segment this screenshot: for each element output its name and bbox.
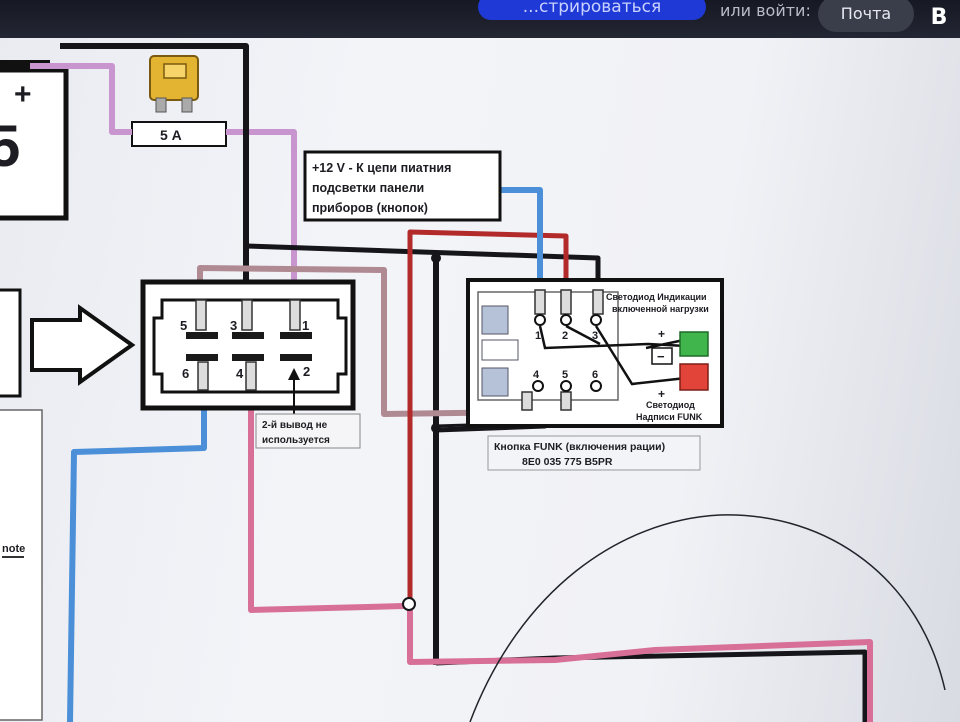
power-note-line3: приборов (кнопок) [312,201,428,215]
pin-number-3: 3 [230,318,237,333]
vk-login-button[interactable]: В [930,5,948,30]
fuse-window [163,63,187,79]
button-caption-box [487,435,701,471]
fuse-label: 5 А [160,127,182,143]
junction-node [402,597,416,611]
pin-number-1: 1 [302,318,309,333]
led-load-label-line2: включенной нагрузки [612,304,709,314]
junction-top [431,253,441,263]
register-button[interactable]: ...стрироваться [478,0,706,20]
power-note-box [303,150,502,222]
login-text: или войти: [720,1,811,20]
junction-mid [431,423,441,433]
input-arrow [30,304,136,386]
button-caption-line1: Кнопка FUNK (включения рации) [494,441,665,453]
wire-pin6-blue [67,386,207,722]
wire-red-top [407,229,569,604]
switch-pin-3: 3 [592,330,598,342]
led-plus-bottom: + [658,387,665,401]
unused-note-box [255,413,361,449]
led-red [679,363,709,391]
switch-block-top [481,305,509,335]
wire-ground-top [60,43,249,300]
led-plus-top: + [658,327,665,341]
switch-pin-5: 5 [562,369,568,381]
switch-pin-4: 4 [533,369,540,381]
wire-pink-bottom [407,604,873,722]
background-circle-arc [469,514,946,722]
switch-block-bottom [481,367,509,397]
fuse-leg-right [181,97,193,113]
wire-fuse-to-pin1 [226,129,297,300]
unused-pointer-head [288,368,300,380]
pin-number-5: 5 [180,318,187,333]
unused-note-line2: используется [262,435,330,446]
pin-number-2: 2 [303,364,310,379]
switch-contacts [532,314,602,392]
battery-digit: 5 [0,114,20,179]
led-load-label-line1: Светодиод Индикации [606,292,707,302]
led-green [679,331,709,357]
top-bar: ...стрироваться или войти: Почта В [0,0,960,38]
power-note-line1: +12 V - К цепи пиатния [312,161,451,175]
battery-box [0,67,69,221]
switch-pin-6: 6 [592,369,598,381]
switch-pin-numbers: 1 2 3 4 5 6 [533,330,598,381]
left-module [0,288,22,398]
left-panel [0,409,43,721]
battery-plus: + [14,78,32,111]
connector-pin-sleeves [195,299,301,391]
mail-login-button[interactable]: Почта [818,0,914,32]
led-funk-label-line1: Светодиод [646,400,695,410]
pin-number-4: 4 [236,366,244,381]
connector-terminals [186,332,312,361]
wire-pin4-pink [248,386,405,613]
button-caption-line2: 8E0 035 775 B5PR [522,456,613,468]
led-wiring [538,324,687,386]
pin-number-6: 6 [182,366,189,381]
connector-pin-numbers: 5 3 1 6 4 2 [180,318,310,381]
switch-block-mid [481,339,519,361]
power-note-line2: подсветки панели [312,181,424,195]
wire-power-blue [500,187,543,300]
led-funk-label-line2: Надписи FUNK [636,412,703,422]
led-minus-box [651,347,673,365]
led-minus-sign: − [657,349,665,364]
side-note-text: note [2,543,25,555]
wire-battery-to-fuse [30,63,132,135]
switch-pin-2: 2 [562,330,568,342]
switch-pin-1: 1 [535,330,541,342]
unused-note-line1: 2-й вывод не [262,420,328,431]
fuse-leg-left [155,97,167,113]
